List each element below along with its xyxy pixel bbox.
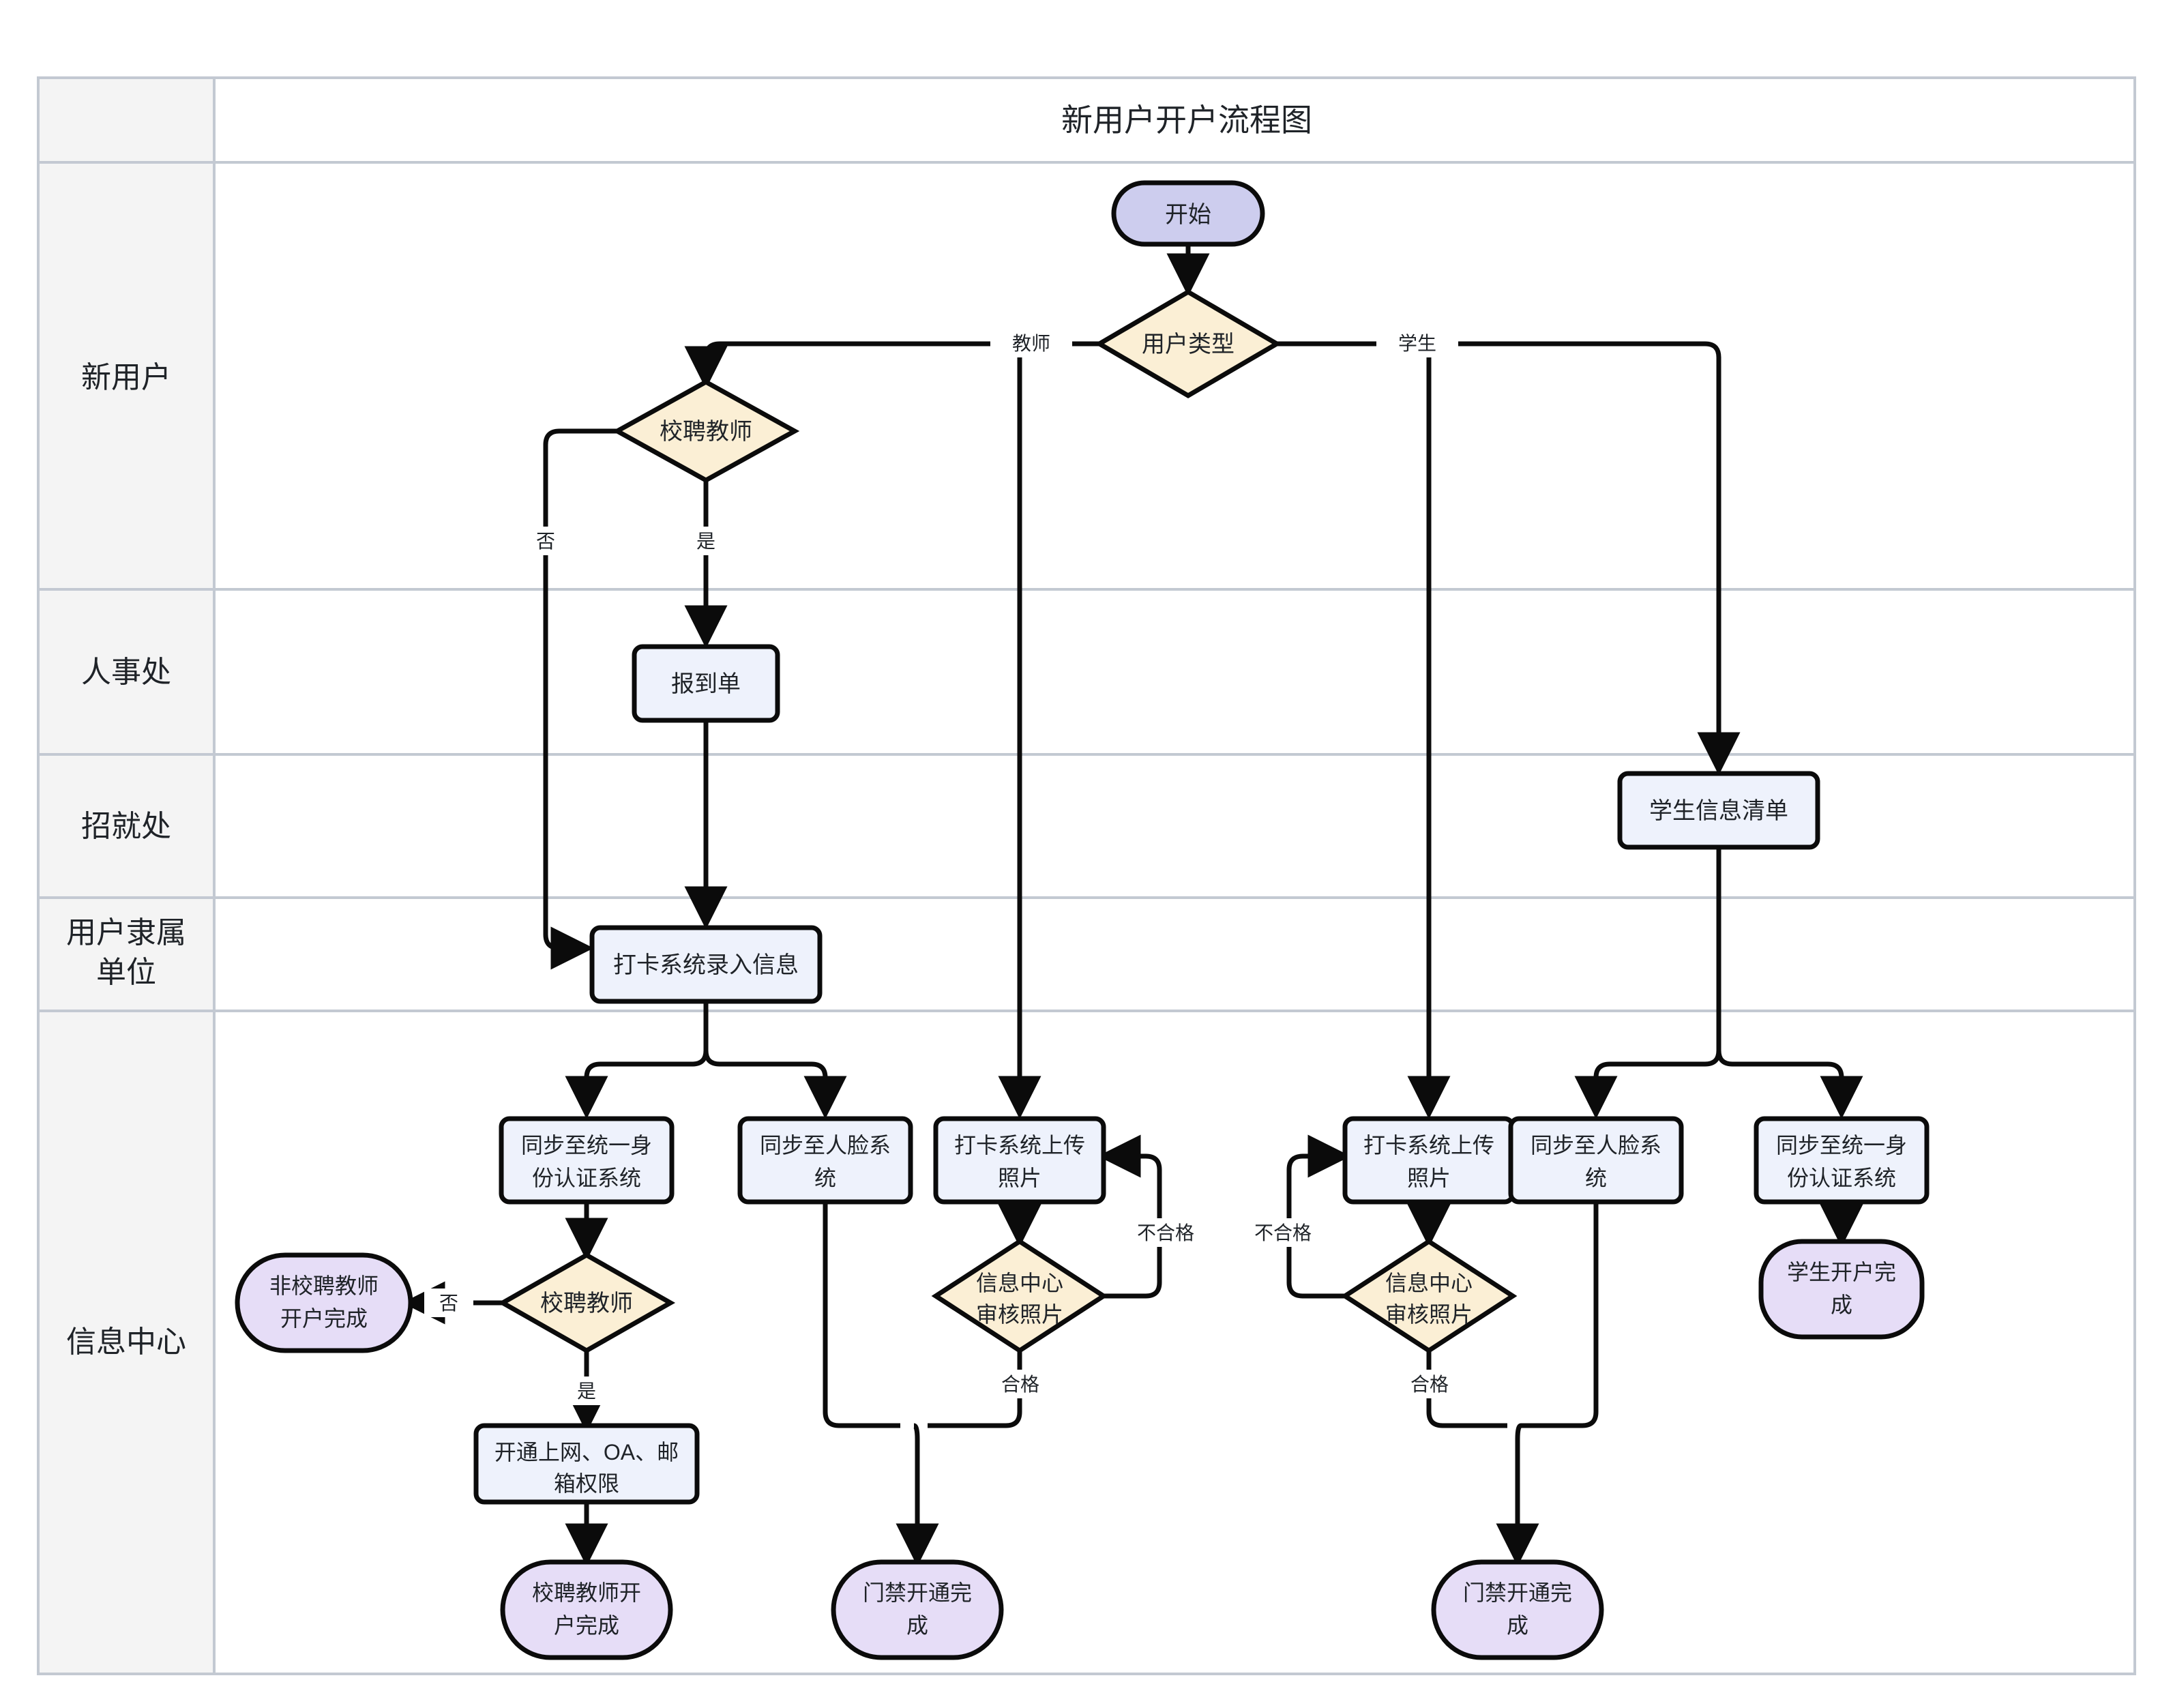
edge-cardentry-to-face (703, 1050, 847, 1119)
edge-label-pass-left: 合格 (1001, 1374, 1039, 1395)
node-non-campus-teacher-done-line1: 非校聘教师 (269, 1273, 379, 1298)
node-sync-identity-left-line1: 同步至统一身 (521, 1133, 652, 1158)
edge-label-student: 学生 (1398, 333, 1436, 354)
node-card-system-entry-label: 打卡系统录入信息 (613, 952, 799, 978)
diagram-title: 新用户开户流程图 (1061, 102, 1312, 138)
node-sync-face-left-line2: 统 (814, 1166, 836, 1190)
node-review-photo-right[interactable]: 信息中心 审核照片 (1340, 1238, 1518, 1354)
edge-usertype-teacher (684, 341, 1099, 389)
edge-label-no-2: 否 (439, 1293, 458, 1314)
lane-label-affiliated-unit-line1: 用户隶属 (66, 916, 186, 949)
lane-label-career-office: 招就处 (81, 810, 171, 843)
edge-faceright-merge (1521, 1201, 1599, 1428)
node-report-form-label: 报到单 (671, 671, 741, 697)
node-access-done-left-line2: 成 (906, 1613, 928, 1638)
node-user-type[interactable]: 用户类型 (1095, 289, 1282, 399)
node-review-photo-right-line2: 审核照片 (1385, 1302, 1473, 1327)
node-review-photo-left-line2: 审核照片 (976, 1302, 1063, 1327)
edge-cardentry-to-identity (565, 1050, 709, 1119)
node-card-system-entry[interactable]: 打卡系统录入信息 (589, 925, 823, 1004)
node-sync-identity-right[interactable]: 同步至统一身 份认证系统 (1754, 1116, 1930, 1205)
edge-usertype-student (1277, 341, 1741, 776)
node-sync-face-left-line1: 同步至人脸系 (760, 1133, 891, 1158)
node-card-upload-photo-right[interactable]: 打卡系统上传 照片 (1342, 1116, 1516, 1205)
node-sync-identity-left-line2: 份认证系统 (532, 1166, 641, 1190)
node-sync-face-right[interactable]: 同步至人脸系 统 (1508, 1116, 1684, 1205)
node-card-upload-photo-left[interactable]: 打卡系统上传 照片 (933, 1116, 1106, 1205)
node-review-photo-right-line1: 信息中心 (1385, 1271, 1473, 1295)
edge-label-pass-right: 合格 (1410, 1374, 1449, 1395)
node-student-info-list-label: 学生信息清单 (1649, 798, 1788, 824)
node-student-done[interactable]: 学生开户完 成 (1758, 1239, 1925, 1340)
node-grant-permissions-line2: 箱权限 (554, 1471, 619, 1496)
node-student-done-line1: 学生开户完 (1787, 1260, 1896, 1284)
node-campus-teacher-2[interactable]: 校聘教师 (497, 1252, 676, 1354)
lane-label-hr-office: 人事处 (81, 656, 171, 689)
node-review-photo-left-line1: 信息中心 (976, 1271, 1063, 1295)
swimlane-grid (37, 76, 2136, 1675)
node-sync-face-left[interactable]: 同步至人脸系 统 (737, 1116, 913, 1205)
edge-label-yes-1: 是 (696, 531, 715, 552)
edge-label-no-1: 否 (536, 531, 555, 552)
node-grant-permissions[interactable]: 开通上网、OA、邮 箱权限 (473, 1423, 700, 1505)
node-start-label: 开始 (1165, 202, 1211, 228)
edge-reviewright-pass (1426, 1351, 1507, 1428)
node-campus-teacher-done[interactable]: 校聘教师开 户完成 (500, 1559, 673, 1660)
edge-merge-to-accessdone-right (1496, 1423, 1539, 1567)
node-sync-face-right-line1: 同步至人脸系 (1531, 1133, 1661, 1158)
node-sync-face-right-line2: 统 (1585, 1166, 1607, 1190)
edge-label-teacher: 教师 (1012, 333, 1050, 354)
node-sync-identity-right-line1: 同步至统一身 (1776, 1133, 1907, 1158)
node-card-upload-photo-right-line1: 打卡系统上传 (1363, 1133, 1494, 1158)
node-student-done-line2: 成 (1831, 1293, 1852, 1317)
node-review-photo-left[interactable]: 信息中心 审核照片 (931, 1238, 1108, 1354)
lane-label-new-user: 新用户 (81, 361, 171, 394)
node-student-info-list[interactable]: 学生信息清单 (1617, 771, 1820, 850)
node-access-done-right-line2: 成 (1507, 1613, 1528, 1638)
node-non-campus-teacher-done-line2: 开户完成 (280, 1306, 368, 1331)
node-card-upload-photo-right-line2: 照片 (1407, 1166, 1451, 1190)
node-campus-teacher-2-label: 校聘教师 (540, 1291, 633, 1316)
node-non-campus-teacher-done[interactable]: 非校聘教师 开户完成 (235, 1252, 413, 1353)
node-report-form[interactable]: 报到单 (632, 644, 780, 723)
node-campus-teacher-1-label: 校聘教师 (660, 419, 752, 445)
node-campus-teacher-1[interactable]: 校聘教师 (612, 379, 800, 484)
node-user-type-label: 用户类型 (1142, 332, 1235, 357)
edge-label-yes-2: 是 (577, 1381, 596, 1402)
node-start[interactable]: 开始 (1111, 180, 1265, 247)
lane-label-info-center: 信息中心 (66, 1325, 186, 1359)
edge-studentlist-to-face (1574, 1050, 1721, 1119)
edge-faceleft-merge (823, 1201, 900, 1428)
lane-label-affiliated-unit-line2: 单位 (96, 956, 156, 989)
node-campus-teacher-done-line2: 户完成 (554, 1613, 619, 1638)
node-grant-permissions-line1: 开通上网、OA、邮 (494, 1440, 679, 1464)
node-access-done-right-line1: 门禁开通完 (1463, 1580, 1572, 1605)
node-access-done-left-line1: 门禁开通完 (863, 1580, 972, 1605)
edges (402, 244, 1863, 1567)
node-campus-teacher-done-line1: 校聘教师开 (532, 1580, 641, 1605)
edge-studentlist-to-identity (1716, 1050, 1863, 1119)
edge-labels: 教师 学生 否 是 否 是 不合格 合格 不合格 合格 (424, 329, 1470, 1405)
node-sync-identity-right-line2: 份认证系统 (1787, 1166, 1896, 1190)
node-access-done-left[interactable]: 门禁开通完 成 (831, 1559, 1004, 1660)
node-access-done-right[interactable]: 门禁开通完 成 (1431, 1559, 1604, 1660)
node-card-upload-photo-left-line1: 打卡系统上传 (954, 1133, 1085, 1158)
edge-merge-to-accessdone-left (896, 1423, 939, 1567)
edge-reviewleft-pass (928, 1351, 1022, 1428)
edge-campusteacher1-no (543, 428, 617, 970)
edge-label-fail-left: 不合格 (1137, 1222, 1194, 1243)
node-card-upload-photo-left-line2: 照片 (998, 1166, 1041, 1190)
node-sync-identity-left[interactable]: 同步至统一身 份认证系统 (499, 1116, 675, 1205)
edge-label-fail-right: 不合格 (1254, 1222, 1312, 1243)
